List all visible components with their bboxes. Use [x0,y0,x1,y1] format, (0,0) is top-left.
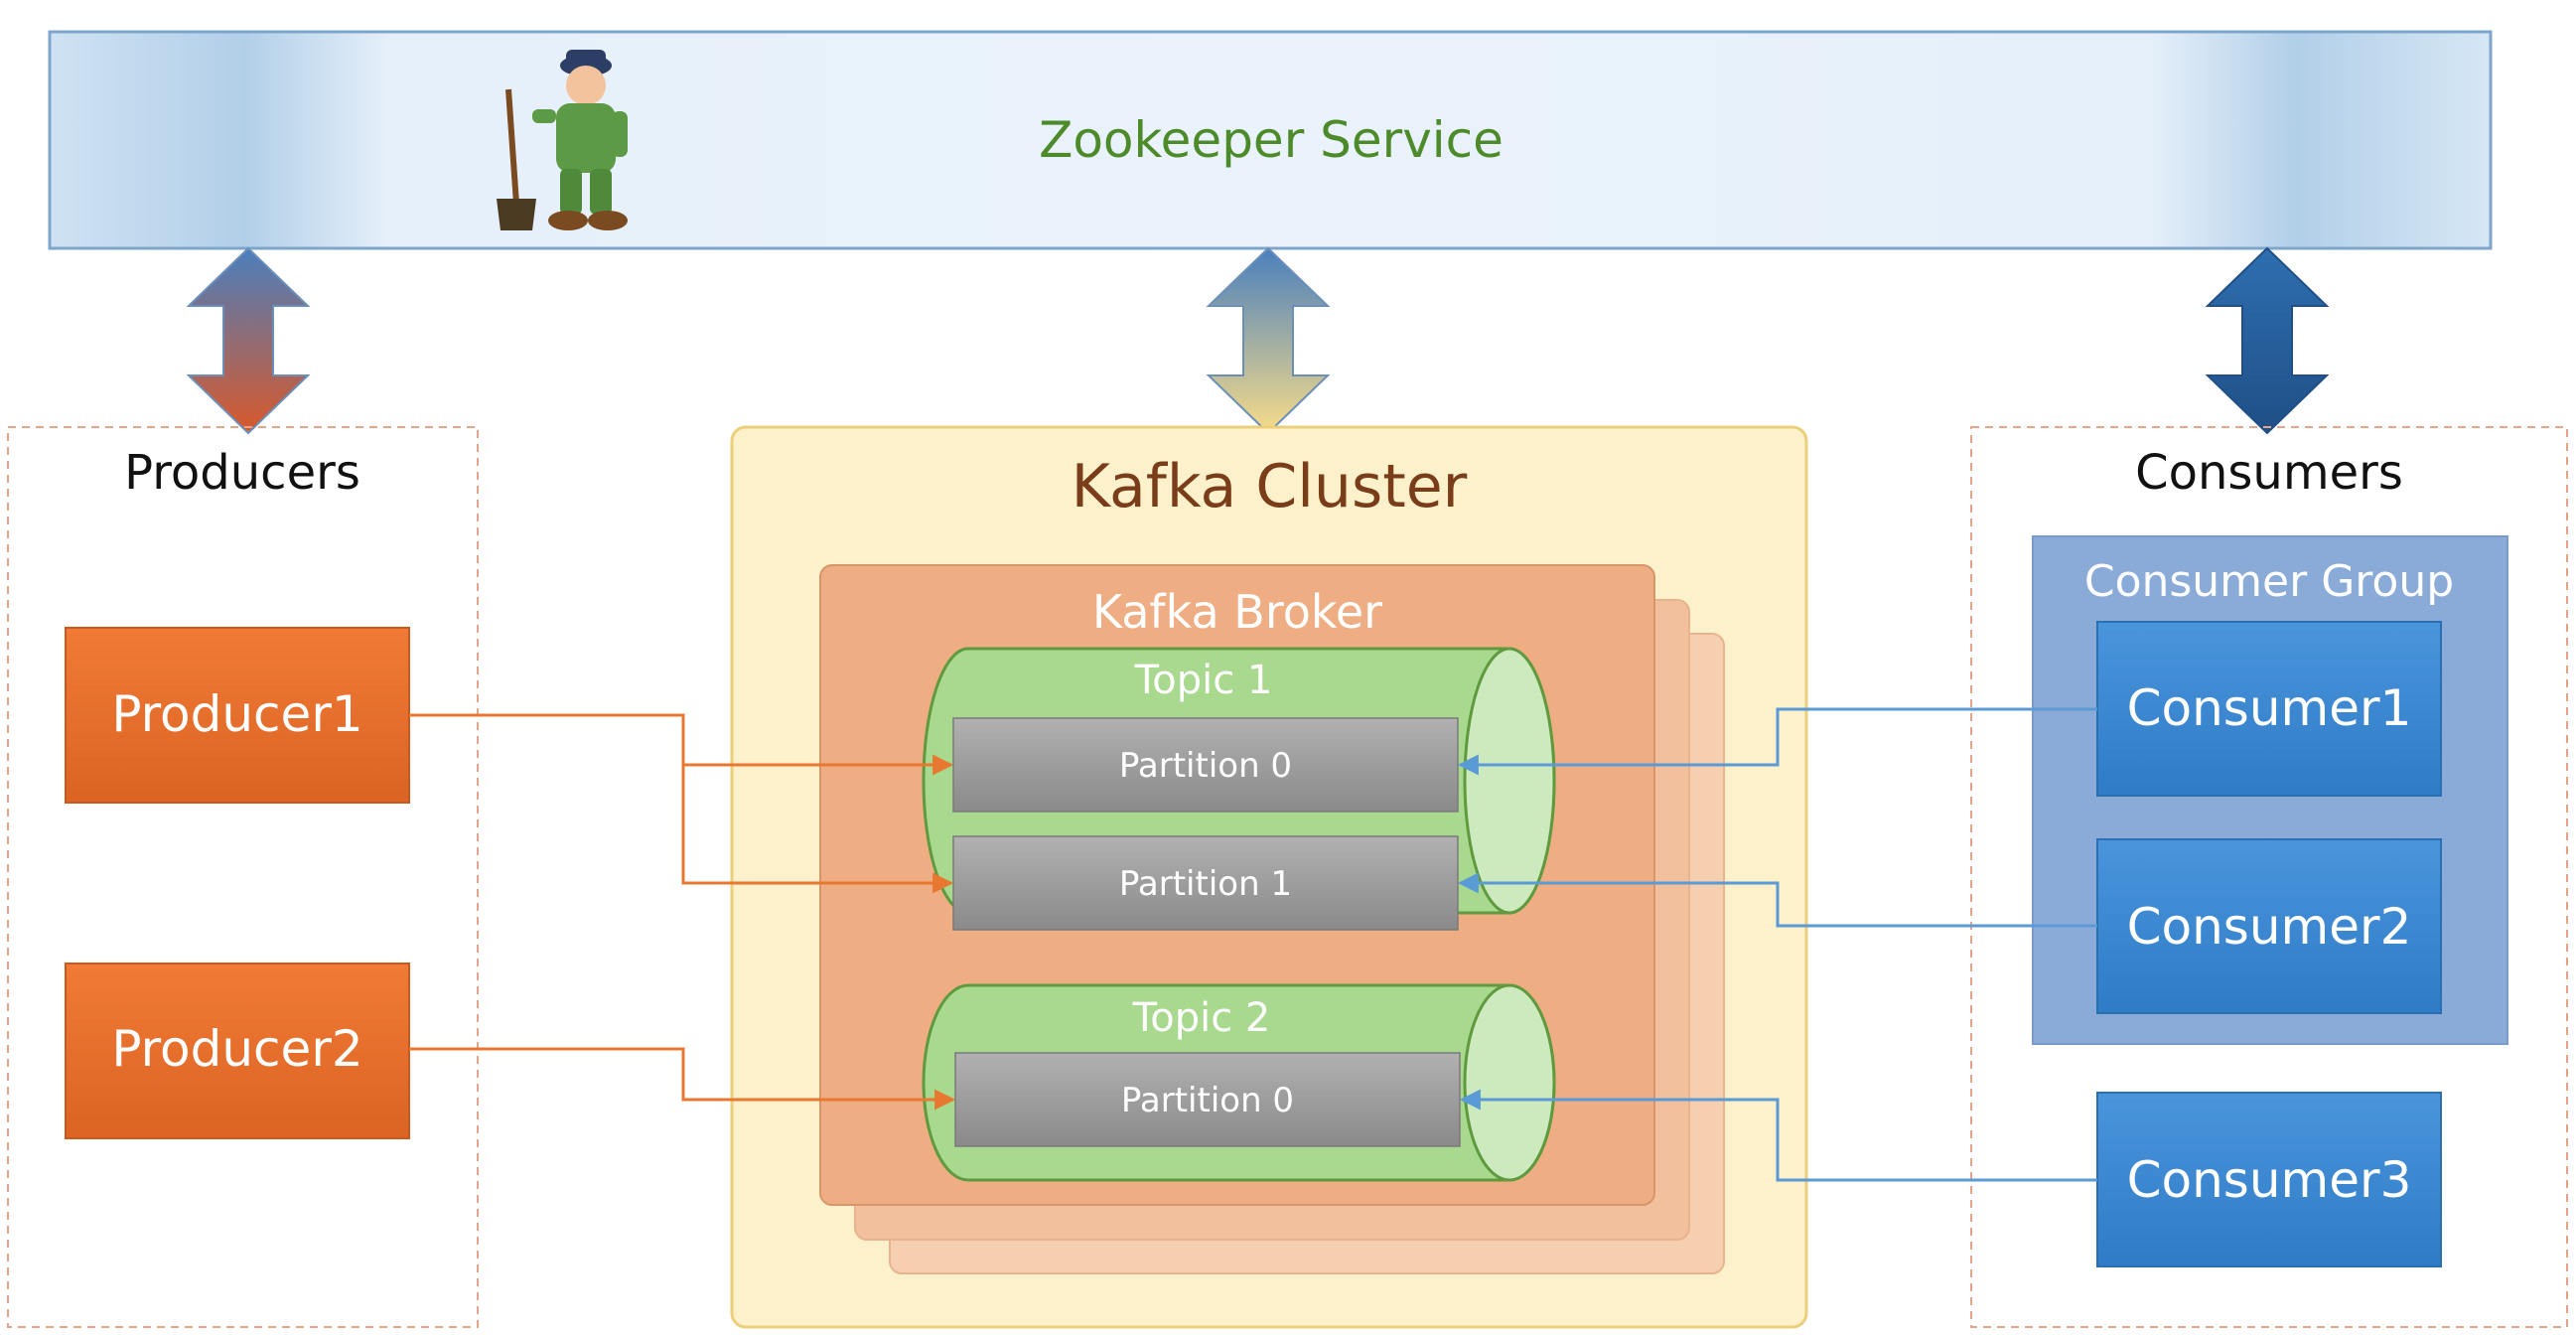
zookeeper-service: Zookeeper Service [48,30,2493,250]
consumers-title: Consumers [2135,445,2403,501]
consumer-group-title: Consumer Group [2084,556,2454,607]
producer-connectors [409,713,956,1111]
kafka-broker-title: Kafka Broker [1092,585,1382,639]
consumer3-to-topic2-partition0-line [1459,1089,2097,1182]
partition-box[interactable]: Partition 1 [952,835,1459,931]
consumer-label: Consumer2 [2127,898,2412,956]
producers-zookeeper-arrow-icon [186,246,311,435]
consumer-box[interactable] [2096,1092,2442,1267]
producer1-to-topic1-partition1-line [681,765,954,894]
partition-box[interactable]: Partition 0 [952,717,1459,813]
producer-box[interactable] [65,963,410,1139]
producer-box[interactable] [65,627,410,804]
partition-box[interactable]: Partition 0 [954,1052,1461,1147]
consumer-box[interactable] [2096,838,2442,1014]
topic-title: Topic 1 [1134,658,1273,703]
consumer-connectors [1457,707,2097,1182]
kafka-cluster: Kafka Cluster Kafka Broker Topic 1 Parti… [730,425,1808,1329]
consumer-label: Consumer3 [2127,1151,2412,1209]
consumer2-to-topic1-partition1-line [1457,872,2097,928]
producer-label: Producer1 [111,685,362,743]
consumers-zookeeper-arrow-icon [2205,246,2330,435]
zookeeper-mascot-icon [497,50,628,230]
topic-title: Topic 2 [1132,995,1271,1041]
kafka-cluster-title: Kafka Cluster [1072,452,1468,521]
consumer-box[interactable] [2096,621,2442,797]
producers-title: Producers [124,445,360,501]
partition-label: Partition 0 [1121,1081,1294,1120]
consumers-panel: Consumers Consumer Group Consumer1 Consu… [1970,426,2568,1328]
cluster-zookeeper-arrow-icon [1206,246,1331,435]
producer2-to-topic2-partition0-line [409,1047,956,1111]
producers-panel: Producers Producer1 Producer2 [7,426,479,1328]
consumer-label: Consumer1 [2127,679,2412,737]
partition-label: Partition 1 [1119,864,1292,904]
consumer1-to-topic1-partition0-line [1457,707,2097,776]
producer-label: Producer2 [111,1020,362,1078]
partition-label: Partition 0 [1119,746,1292,786]
zookeeper-service-label: Zookeeper Service [1039,111,1503,169]
producer1-to-topic1-partition0-line [409,713,954,776]
